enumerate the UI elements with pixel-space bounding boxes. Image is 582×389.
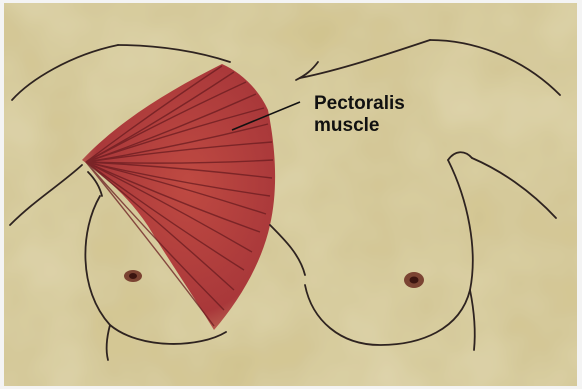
label-line-2: muscle [314,115,379,136]
right-nipple [404,272,424,288]
left-nipple [124,270,142,282]
label-line-1: Pectoralis [314,93,405,114]
paper-texture [4,3,577,386]
